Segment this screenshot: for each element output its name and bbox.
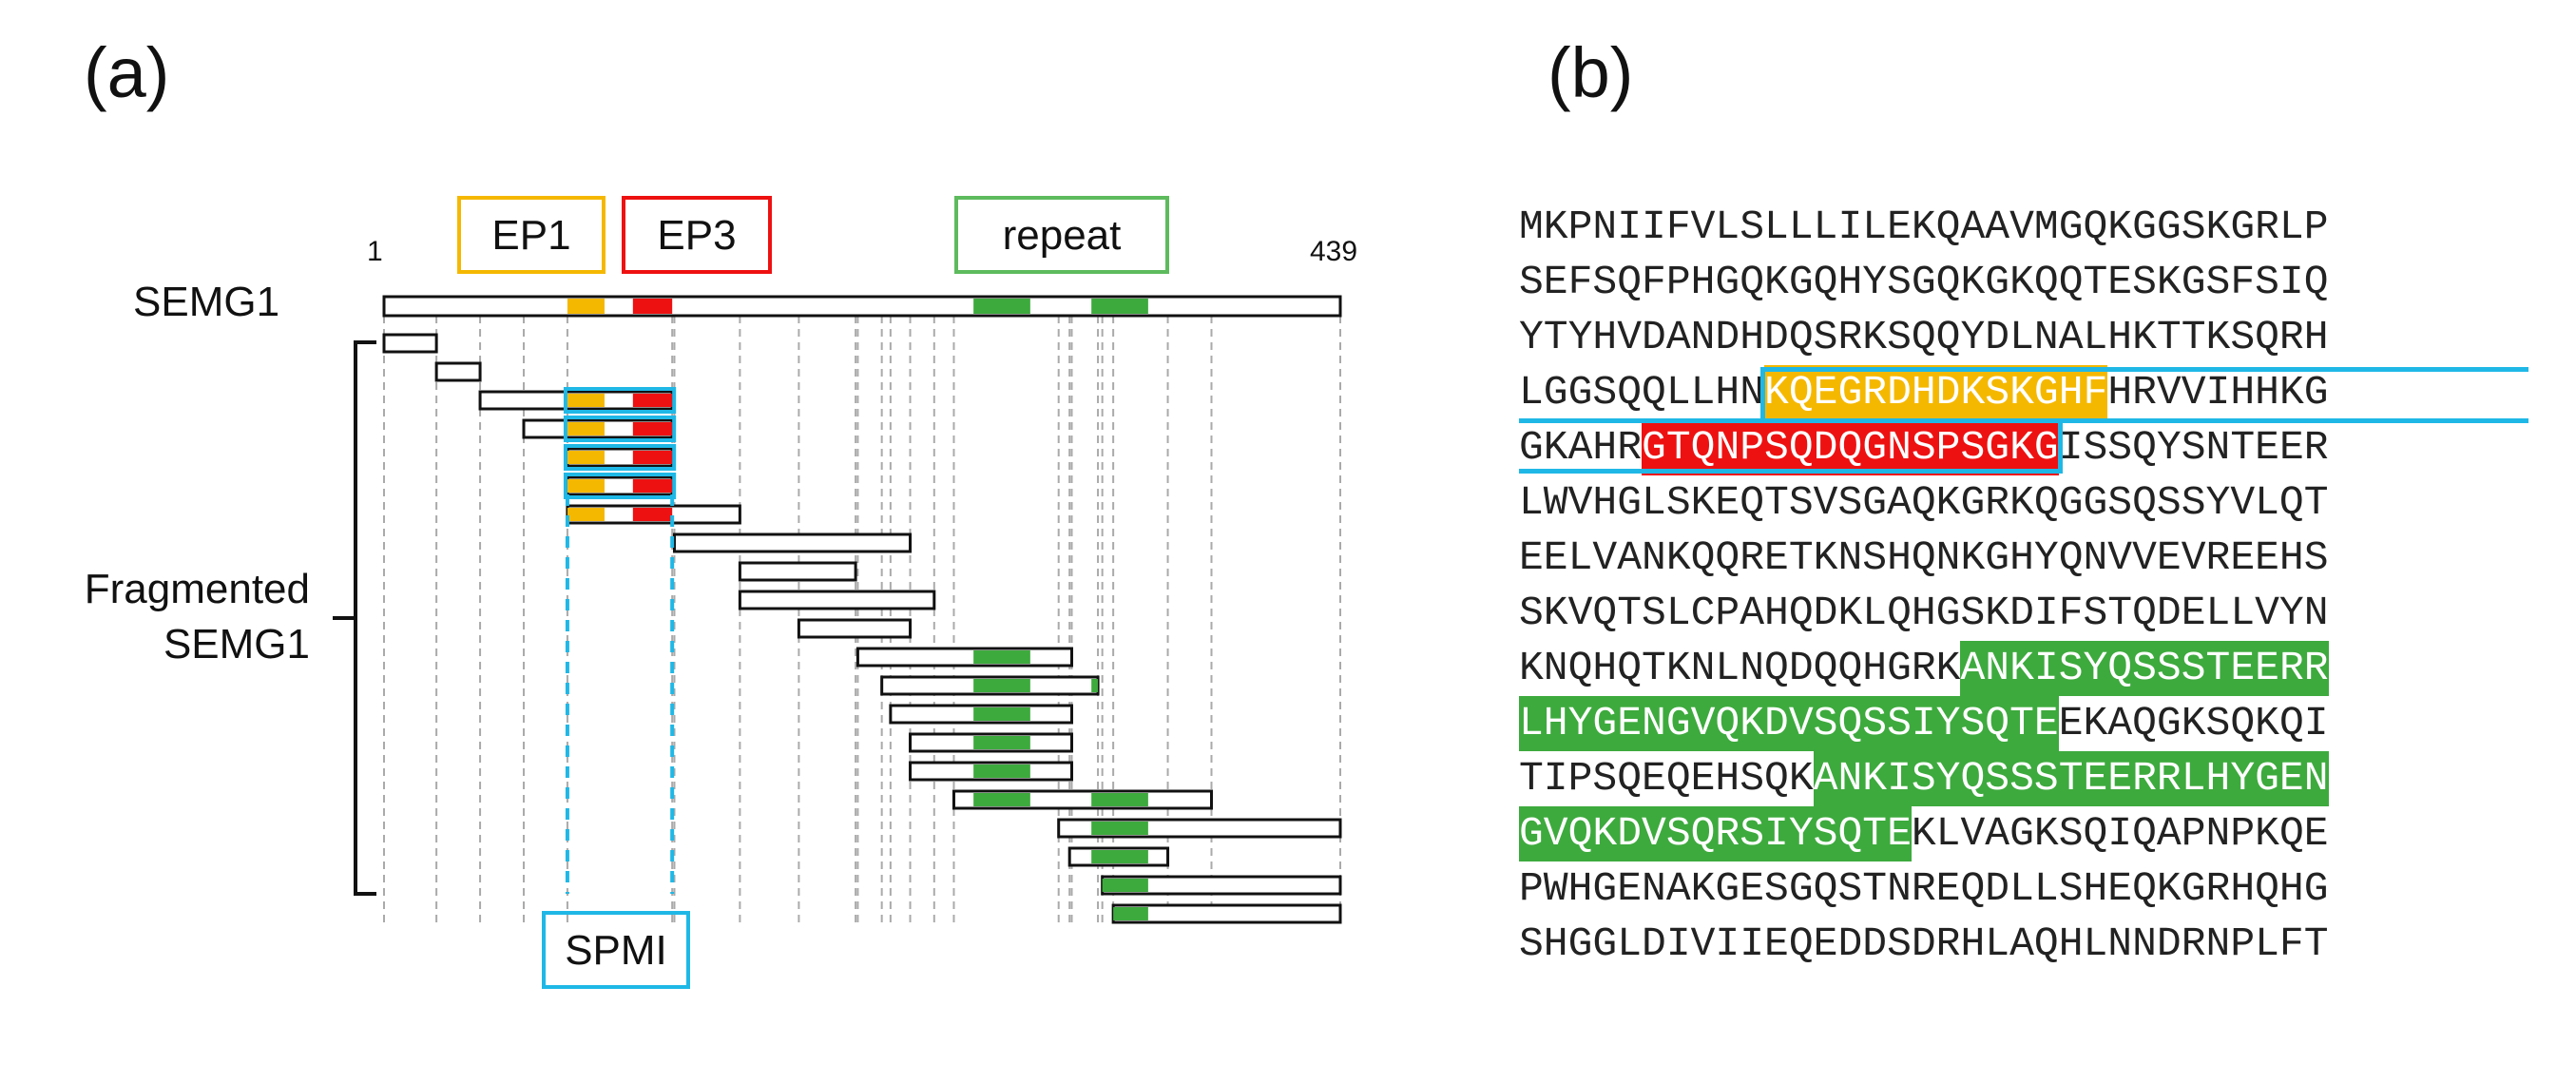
ep1-segment (567, 394, 605, 407)
spmi-outline-top (1760, 367, 2528, 418)
ep1-segment (567, 422, 605, 436)
sequence-text: MKPNIIFVLSLLLILEKQAAVMGQKGGSKGRLP (1519, 203, 2329, 250)
sequence-text: GKAHR (1519, 424, 1643, 471)
sequence-line: SHGGLDIVIIEQEDDSDRHLAQHLNNDRNPLFT (1519, 917, 2329, 972)
sequence-line: GVQKDVSQRSIYSQTEKLVAGKSQIQAPNPKQE (1519, 806, 2329, 861)
spmi-outline-bottom (1519, 420, 2063, 474)
sequence-line: SEFSQFPHGQKGQHYSGQKGKQQTESKGSFSIQ (1519, 255, 2329, 310)
spmi-legend-box (542, 911, 690, 989)
sequence-line: GKAHRGTQNPSQDQGNSPSGKGISSQYSNTEER (1519, 420, 2329, 475)
ep1-segment (567, 451, 605, 464)
sequence-line: LHYGENGVQKDVSQSSIYSQTEEKAQGKSQKQI (1519, 696, 2329, 751)
sequence-line: KNQHQTKNLNQDQQHGRKANKISYQSSSTEERR (1519, 641, 2329, 696)
start-position-label: 1 (367, 236, 383, 267)
ep1-legend-box (457, 196, 606, 274)
ep3-segment (632, 422, 673, 436)
sequence-text: TIPSQEQEHSQK (1519, 755, 1814, 802)
sequence-line: PWHGENAKGESGQSTNREQDLLSHEQKGRHQHG (1519, 861, 2329, 917)
sequence-line: TIPSQEQEHSQKANKISYQSSSTEERRLHYGEN (1519, 751, 2329, 806)
sequence-text: SEFSQFPHGQKGQHYSGQKGKQQTESKGSFSIQ (1519, 259, 2329, 305)
spmi-fragment-box (563, 416, 677, 442)
end-position-label: 439 (1310, 236, 1357, 267)
fragment-bar (738, 590, 936, 610)
semg1-bar-outline (382, 295, 1342, 318)
spmi-fragment-box (563, 444, 677, 471)
repeat-segment (1091, 793, 1148, 806)
repeat-segment (1091, 850, 1148, 863)
sequence-line: MKPNIIFVLSLLLILEKQAAVMGQKGGSKGRLP (1519, 200, 2329, 255)
sequence-text: ISSQYSNTEER (2058, 424, 2329, 471)
fragment-bar (672, 532, 913, 553)
ep3-segment (632, 479, 673, 493)
ep3-segment (632, 299, 673, 314)
sequence-line: YTYHVDANDHDQSRKSQQYDLNALHKTTKSQRH (1519, 310, 2329, 365)
repeat-legend-label: repeat (1003, 212, 1122, 259)
sequence-text: LWVHGLSKEQTSVSGAQKGRKQGGSQSSYVLQT (1519, 479, 2329, 526)
ep1-sequence: KQEGRDHDKSKGHF (1764, 365, 2108, 420)
fragment-bar (382, 333, 438, 354)
repeat-sequence: ANKISYQSSSTEERRLHYGEN (1813, 751, 2329, 806)
fragment-bar (855, 647, 1073, 668)
repeat-segment (1091, 679, 1099, 692)
ep3-segment (632, 451, 673, 464)
repeat-segment (973, 765, 1030, 778)
sequence-text: SKVQTSLCPAHQDKLQHGSKDIFSTQDELLVYN (1519, 590, 2329, 636)
fragment-bracket (354, 340, 376, 896)
ep1-segment (567, 479, 605, 493)
sequence-text: EKAQGKSQKQI (2058, 700, 2329, 746)
sequence-text: HRVVIHHKG (2107, 369, 2329, 416)
repeat-segment (973, 679, 1030, 692)
repeat-segment (973, 707, 1030, 721)
sequence-line: EELVANKQQRETKNSHQNKGHYQNVVEVREEHS (1519, 531, 2329, 586)
semg1-bar (382, 295, 1342, 318)
spmi-fragment-box (563, 473, 677, 499)
repeat-legend-box (954, 196, 1169, 274)
repeat-sequence: ANKISYQSSSTEERR (1960, 641, 2329, 696)
semg1-sequence: MKPNIIFVLSLLLILEKQAAVMGQKGGSKGRLP SEFSQFP… (1519, 200, 2528, 972)
sequence-text: LGGSQQLLHN (1519, 369, 1765, 416)
fragment-map: EP1 EP3 repeat 1 439 SEMG1 Fragmented SE… (85, 196, 1357, 989)
semg1-label: SEMG1 (133, 279, 279, 325)
fragment-bar (434, 361, 482, 382)
repeat-segment (1113, 907, 1148, 920)
sequence-text: KLVAGKSQIQAPNPKQE (1911, 810, 2329, 857)
repeat-sequence: GVQKDVSQRSIYSQTE (1519, 806, 1912, 861)
repeat-segment (1091, 299, 1148, 314)
spmi-fragment-box (563, 387, 677, 414)
repeat-segment (1091, 822, 1148, 835)
ep3-legend-label: EP3 (657, 212, 736, 259)
spmi-outline-divider (1519, 418, 2528, 423)
sequence-text: YTYHVDANDHDQSRKSQQYDLNALHKTTKSQRH (1519, 314, 2329, 360)
sequence-text: SHGGLDIVIIEQEDDSDRHLAQHLNNDRNPLFT (1519, 920, 2329, 967)
fragmented-label-line1: Fragmented (85, 566, 310, 612)
spmi-legend-label: SPMI (565, 927, 667, 974)
ep3-legend-box (622, 196, 772, 274)
panel-b-label: (b) (1548, 33, 1634, 112)
sequence-line: LWVHGLSKEQTSVSGAQKGRKQGGSQSSYVLQT (1519, 475, 2329, 531)
repeat-segment (973, 299, 1030, 314)
repeat-segment (973, 650, 1030, 664)
ep1-segment (567, 299, 605, 314)
repeat-sequence: LHYGENGVQKDVSQSSIYSQTE (1519, 696, 2059, 751)
fragment-bars (382, 333, 1342, 924)
spmi-dashed-lines (565, 494, 675, 894)
sequence-text: PWHGENAKGESGQSTNREQDLLSHEQKGRHQHG (1519, 865, 2329, 912)
fragment-bar (797, 618, 913, 639)
ep3-sequence: GTQNPSQDQGNSPSGKG (1642, 420, 2059, 475)
sequence-line: SKVQTSLCPAHQDKLQHGSKDIFSTQDELLVYN (1519, 586, 2329, 641)
fragmented-label-line2: SEMG1 (163, 621, 310, 668)
sequence-line: LGGSQQLLHNKQEGRDHDKSKGHFHRVVIHHKG (1519, 365, 2329, 420)
repeat-segment (973, 793, 1030, 806)
sequence-text: EELVANKQQRETKNSHQNKGHYQNVVEVREEHS (1519, 534, 2329, 581)
ep3-segment (632, 394, 673, 407)
ep3-segment (632, 508, 673, 521)
ep1-segment (567, 508, 605, 521)
repeat-segment (973, 736, 1030, 749)
ep1-legend-label: EP1 (491, 212, 570, 259)
panel-a-label: (a) (84, 33, 170, 112)
fragment-bar (738, 561, 857, 582)
sequence-text: KNQHQTKNLNQDQQHGRK (1519, 645, 1961, 691)
repeat-segment (1102, 879, 1148, 892)
